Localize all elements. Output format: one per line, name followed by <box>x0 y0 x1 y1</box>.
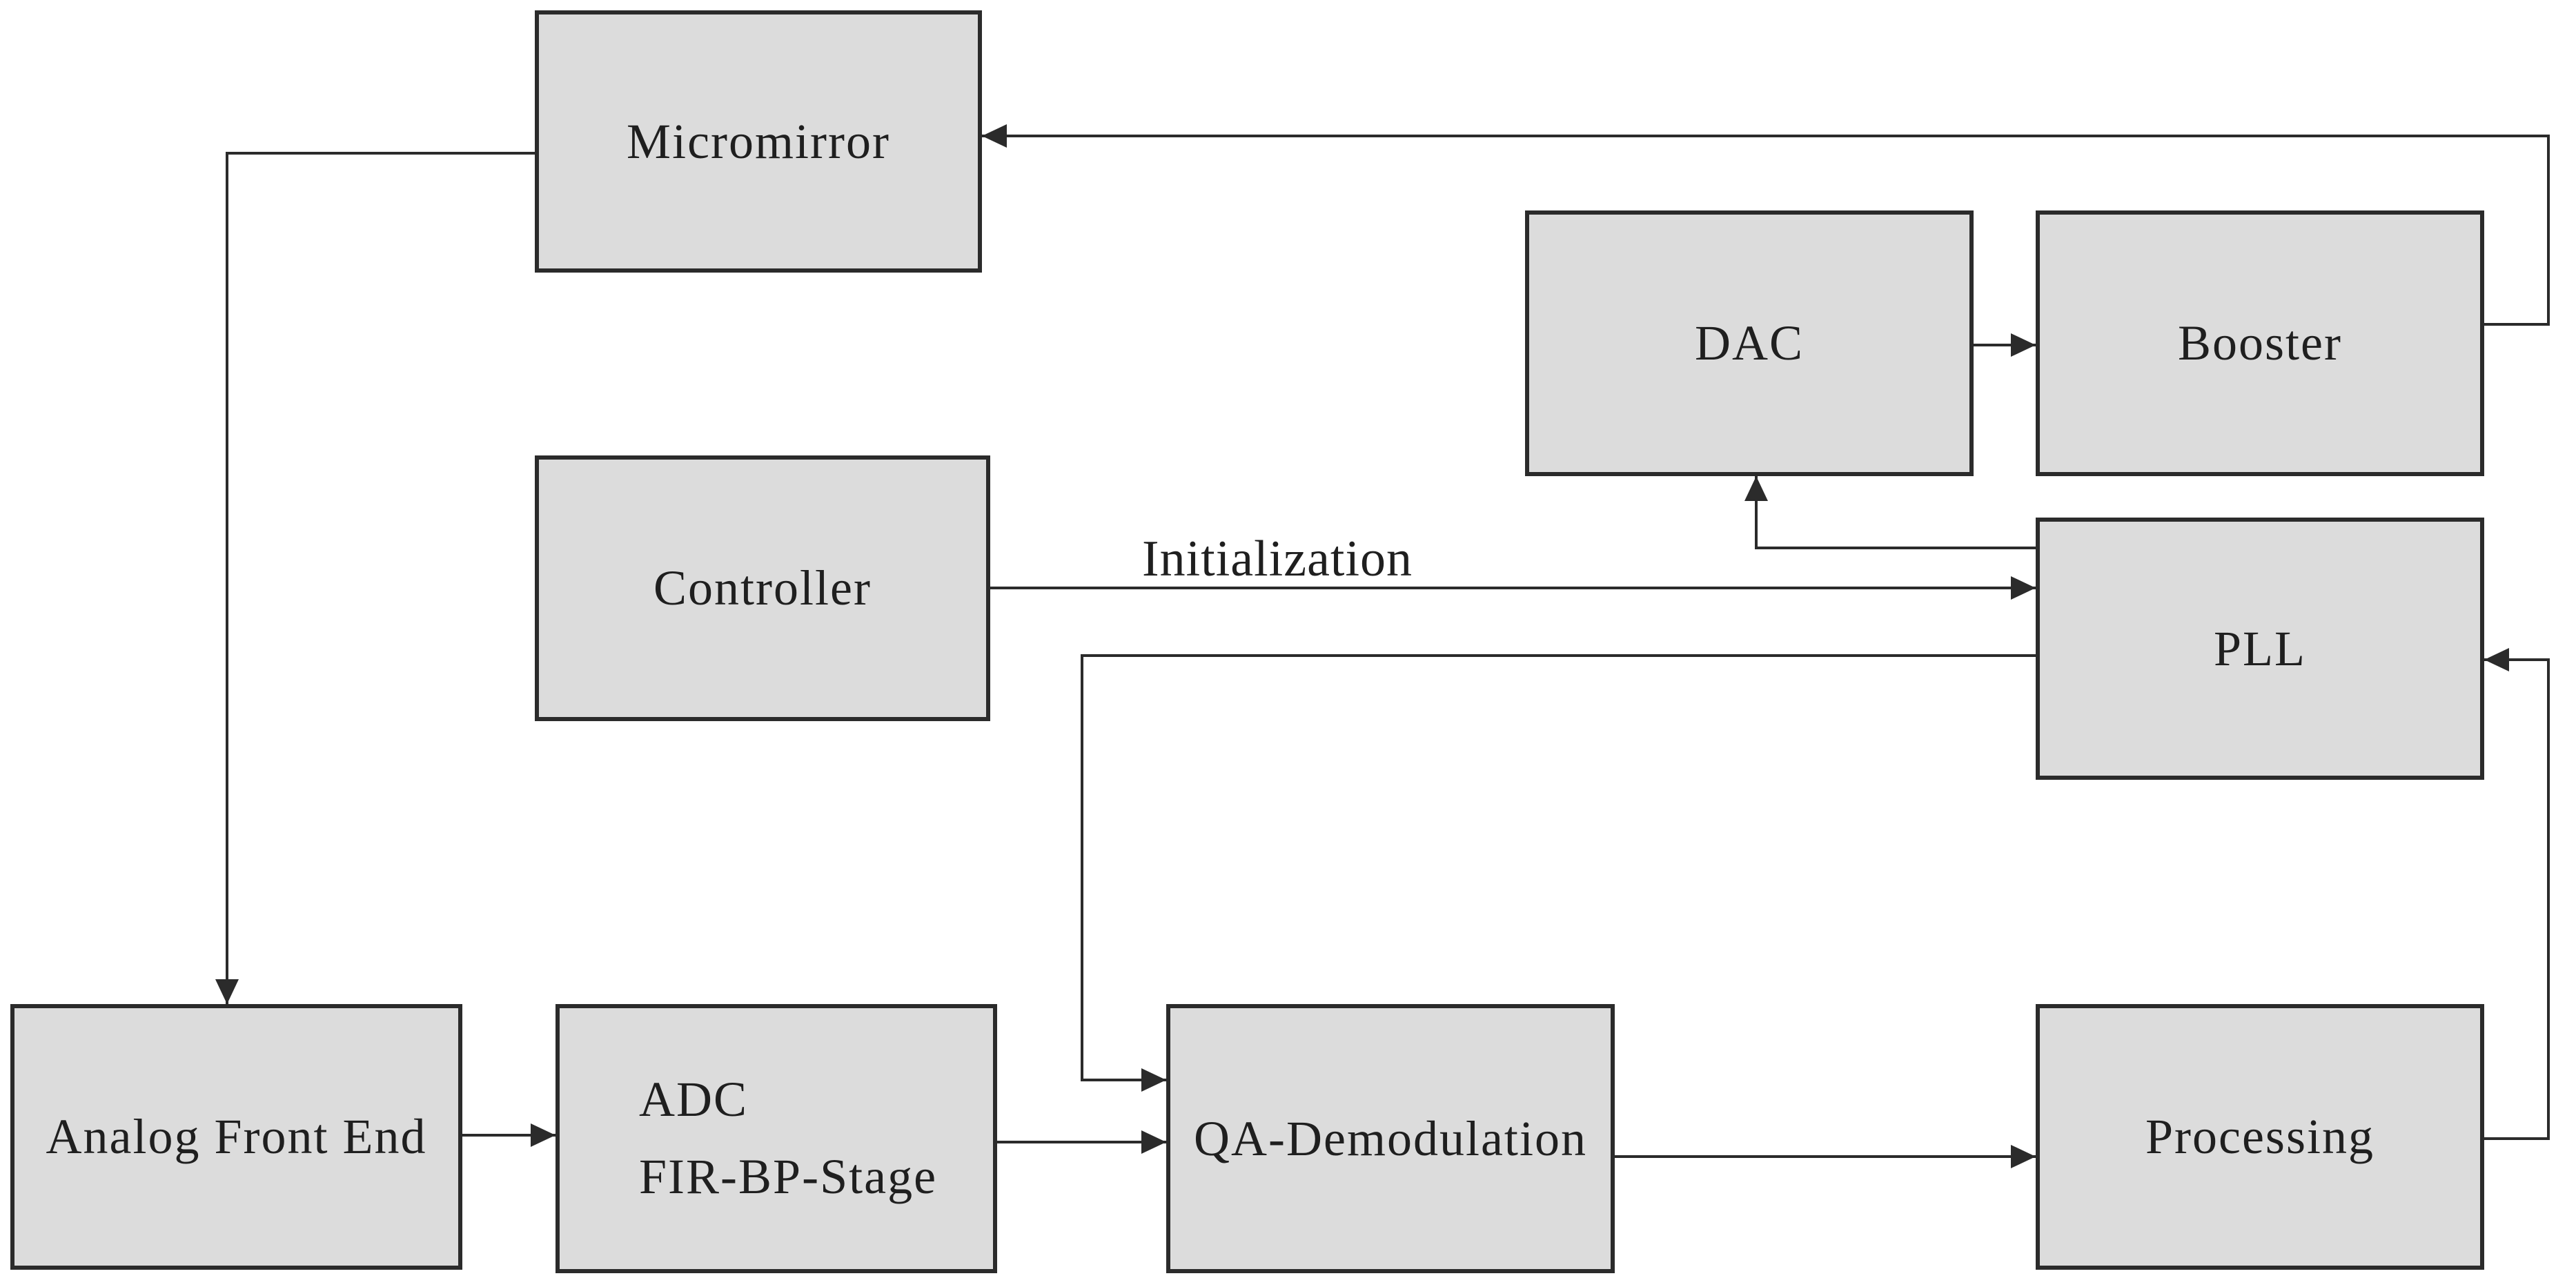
arrowhead-into-processing-icon <box>2011 1145 2036 1168</box>
block-processing-label: Processing <box>2145 1109 2375 1164</box>
block-pll: PLL <box>2036 518 2484 780</box>
edge-processing-to-pll-vertical <box>2547 658 2550 1140</box>
edge-micromirror-to-afe-horizontal <box>226 152 535 155</box>
edge-pll-to-qa-horizontal-upper <box>1081 654 2036 657</box>
block-qa-demodulation: QA-Demodulation <box>1166 1004 1615 1273</box>
arrowhead-into-qa-upper-icon <box>1141 1068 1166 1092</box>
edge-pll-to-qa-vertical <box>1081 654 1083 1080</box>
edge-micromirror-to-afe-vertical <box>226 152 228 1004</box>
block-micromirror: Micromirror <box>535 10 982 273</box>
block-controller: Controller <box>535 455 990 721</box>
arrowhead-into-dac-icon <box>1744 476 1768 501</box>
block-booster-label: Booster <box>2178 315 2342 371</box>
block-qa-demodulation-label: QA-Demodulation <box>1194 1110 1587 1166</box>
edge-afe-to-adc <box>462 1134 555 1137</box>
edge-processing-to-pll-horizontal <box>2484 658 2547 661</box>
block-adc-fir-bp-stage: ADC FIR-BP-Stage <box>555 1004 997 1273</box>
arrowhead-into-qa-icon <box>1141 1130 1166 1154</box>
edge-pll-to-dac-horizontal <box>1756 547 2036 549</box>
block-booster: Booster <box>2036 210 2484 476</box>
edge-pll-to-dac-vertical <box>1755 476 1758 549</box>
edge-booster-to-micromirror-stub <box>2484 323 2550 326</box>
block-dac-label: DAC <box>1694 315 1804 371</box>
edge-pll-to-qa-horizontal-lower <box>1081 1079 1166 1081</box>
block-pll-label: PLL <box>2213 620 2306 676</box>
block-processing: Processing <box>2036 1004 2484 1270</box>
edge-dac-to-booster <box>1974 344 2036 346</box>
arrowhead-into-afe-icon <box>215 979 239 1004</box>
edge-booster-to-micromirror-vertical <box>2547 135 2550 326</box>
edge-booster-to-micromirror-horizontal <box>982 135 2550 137</box>
block-dac: DAC <box>1525 210 1974 476</box>
edge-label-initialization: Initialization <box>1141 531 1413 587</box>
arrowhead-into-adc-icon <box>531 1123 555 1147</box>
block-adc-label-line1: ADC <box>639 1072 749 1128</box>
block-analog-front-end-label: Analog Front End <box>46 1109 427 1164</box>
block-micromirror-label: Micromirror <box>627 113 890 169</box>
block-adc-label-line2: FIR-BP-Stage <box>639 1149 938 1204</box>
arrowhead-into-booster-icon <box>2011 333 2036 357</box>
edge-processing-to-pll-stub <box>2484 1137 2550 1140</box>
arrowhead-into-pll-right-icon <box>2484 648 2509 671</box>
block-analog-front-end: Analog Front End <box>10 1004 462 1270</box>
edge-controller-to-pll <box>990 587 2036 589</box>
edge-qa-to-processing <box>1615 1155 2036 1158</box>
block-controller-label: Controller <box>653 560 872 616</box>
arrowhead-into-pll-left-icon <box>2011 576 2036 600</box>
arrowhead-into-micromirror-icon <box>982 124 1007 148</box>
edge-adc-to-qa <box>997 1141 1166 1143</box>
